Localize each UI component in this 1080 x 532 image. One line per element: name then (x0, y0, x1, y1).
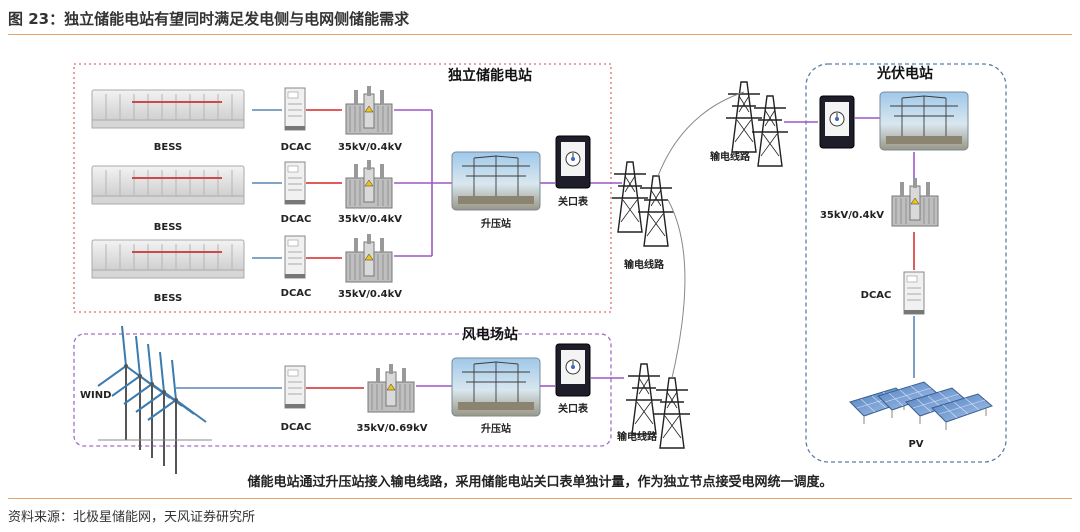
top-divider (8, 34, 1072, 35)
storage-zone-box (73, 63, 612, 313)
bess-unit-1 (91, 89, 245, 129)
bess-unit-2 (91, 165, 245, 205)
zone-title-wind: 风电场站 (462, 326, 518, 343)
solar-zone-box (805, 63, 1007, 463)
dcac-unit-wind (284, 365, 306, 409)
meter-label-storage: 关口表 (558, 195, 589, 208)
pv-label: PV (908, 439, 923, 450)
bess-label-1: BESS (154, 142, 182, 153)
dcac-label-1: DCAC (281, 142, 312, 153)
bess-label-2: BESS (154, 222, 182, 233)
tower-wind-a (625, 363, 663, 435)
pv-array (849, 381, 993, 431)
transformer-3 (345, 233, 393, 283)
substation-solar (879, 91, 969, 151)
substation-label-storage: 升压站 (481, 217, 511, 230)
substation-wind (451, 357, 541, 417)
tx-label-3: 35kV/0.4kV (338, 289, 402, 300)
meter-wind (555, 343, 591, 397)
transmission-lines (657, 91, 745, 379)
wind-farm (97, 325, 212, 475)
transformer-1 (345, 85, 393, 135)
bess-label-3: BESS (154, 293, 182, 304)
meter-storage (555, 135, 591, 189)
bess-unit-3 (91, 239, 245, 279)
substation-label-wind: 升压站 (481, 422, 511, 435)
bottom-divider (8, 498, 1072, 499)
transformer-wind (367, 363, 415, 413)
transformer-solar (891, 177, 939, 227)
bess-row-3 (91, 233, 393, 283)
line-label-top: 输电线路 (710, 150, 751, 163)
tower-storage-a (611, 161, 649, 233)
turbine-1 (97, 325, 157, 441)
storage-bus (394, 109, 622, 257)
dcac-unit-2 (284, 161, 306, 205)
tower-storage-b (637, 175, 675, 247)
wind-label: WIND (80, 390, 111, 401)
line-label-wind: 输电线路 (617, 430, 658, 443)
line-label-storage: 输电线路 (624, 258, 665, 271)
wind-zone-box (73, 333, 612, 447)
tx-label-1: 35kV/0.4kV (338, 142, 402, 153)
dcac-unit-solar (903, 271, 925, 315)
dcac-label-wind: DCAC (281, 422, 312, 433)
dcac-unit-3 (284, 235, 306, 279)
source-note: 资料来源：北极星储能网，天风证券研究所 (8, 510, 256, 525)
diagram-caption: 储能电站通过升压站接入输电线路，采用储能电站关口表单独计量，作为独立节点接受电网… (247, 475, 833, 490)
tower-top-b (751, 95, 789, 167)
tx-label-2: 35kV/0.4kV (338, 214, 402, 225)
substation-storage (451, 151, 541, 211)
tower-wind-b (653, 377, 691, 449)
bess-row-1 (91, 85, 393, 135)
tx-label-solar: 35kV/0.4kV (820, 210, 884, 221)
tx-label-wind: 35kV/0.69kV (356, 423, 427, 434)
meter-solar (819, 95, 855, 149)
dcac-label-3: DCAC (281, 288, 312, 299)
bess-row-2 (91, 159, 393, 209)
transformer-2 (345, 159, 393, 209)
turbine-5 (147, 359, 207, 475)
figure-title: 图 23：独立储能电站有望同时满足发电侧与电网侧储能需求 (8, 10, 410, 28)
dcac-label-2: DCAC (281, 214, 312, 225)
zone-title-solar: 光伏电站 (876, 65, 933, 82)
meter-label-wind: 关口表 (558, 402, 589, 415)
dcac-label-solar: DCAC (861, 290, 892, 301)
zone-title-storage: 独立储能电站 (448, 67, 532, 84)
dcac-unit-1 (284, 87, 306, 131)
